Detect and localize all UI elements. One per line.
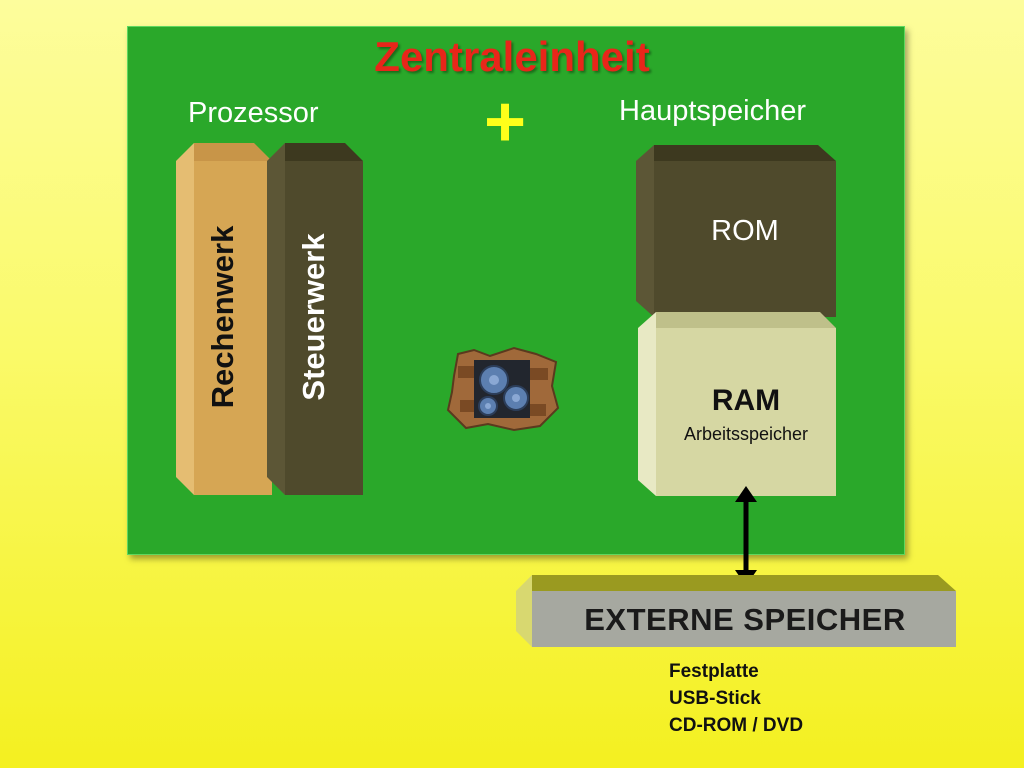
rom-label: ROM [711,215,779,247]
arithmetic-unit-block: Rechenwerk [176,143,272,495]
external-storage-list: Festplatte USB-Stick CD-ROM / DVD [669,658,803,739]
control-unit-block: Steuerwerk [267,143,363,495]
plus-sign: + [483,82,527,162]
main-memory-label: Hauptspeicher [619,95,806,127]
slide-title: Zentraleinheit [374,33,650,80]
ram-block: RAM Arbeitsspeicher [638,312,836,496]
ram-sublabel: Arbeitsspeicher [683,424,809,444]
external-storage-title: EXTERNE SPEICHER [584,602,906,637]
double-arrow-icon [735,486,757,586]
gears-in-brick-wall-icon [444,346,560,432]
list-item: Festplatte [669,661,759,682]
arithmetic-unit-label: Rechenwerk [205,225,240,409]
processor-label: Prozessor [188,97,319,129]
list-item: USB-Stick [669,688,761,709]
list-item: CD-ROM / DVD [669,715,804,736]
control-unit-label: Steuerwerk [296,233,331,401]
ram-label: RAM [711,384,781,417]
external-storage-bar [516,575,956,647]
rom-block: ROM [636,145,836,317]
